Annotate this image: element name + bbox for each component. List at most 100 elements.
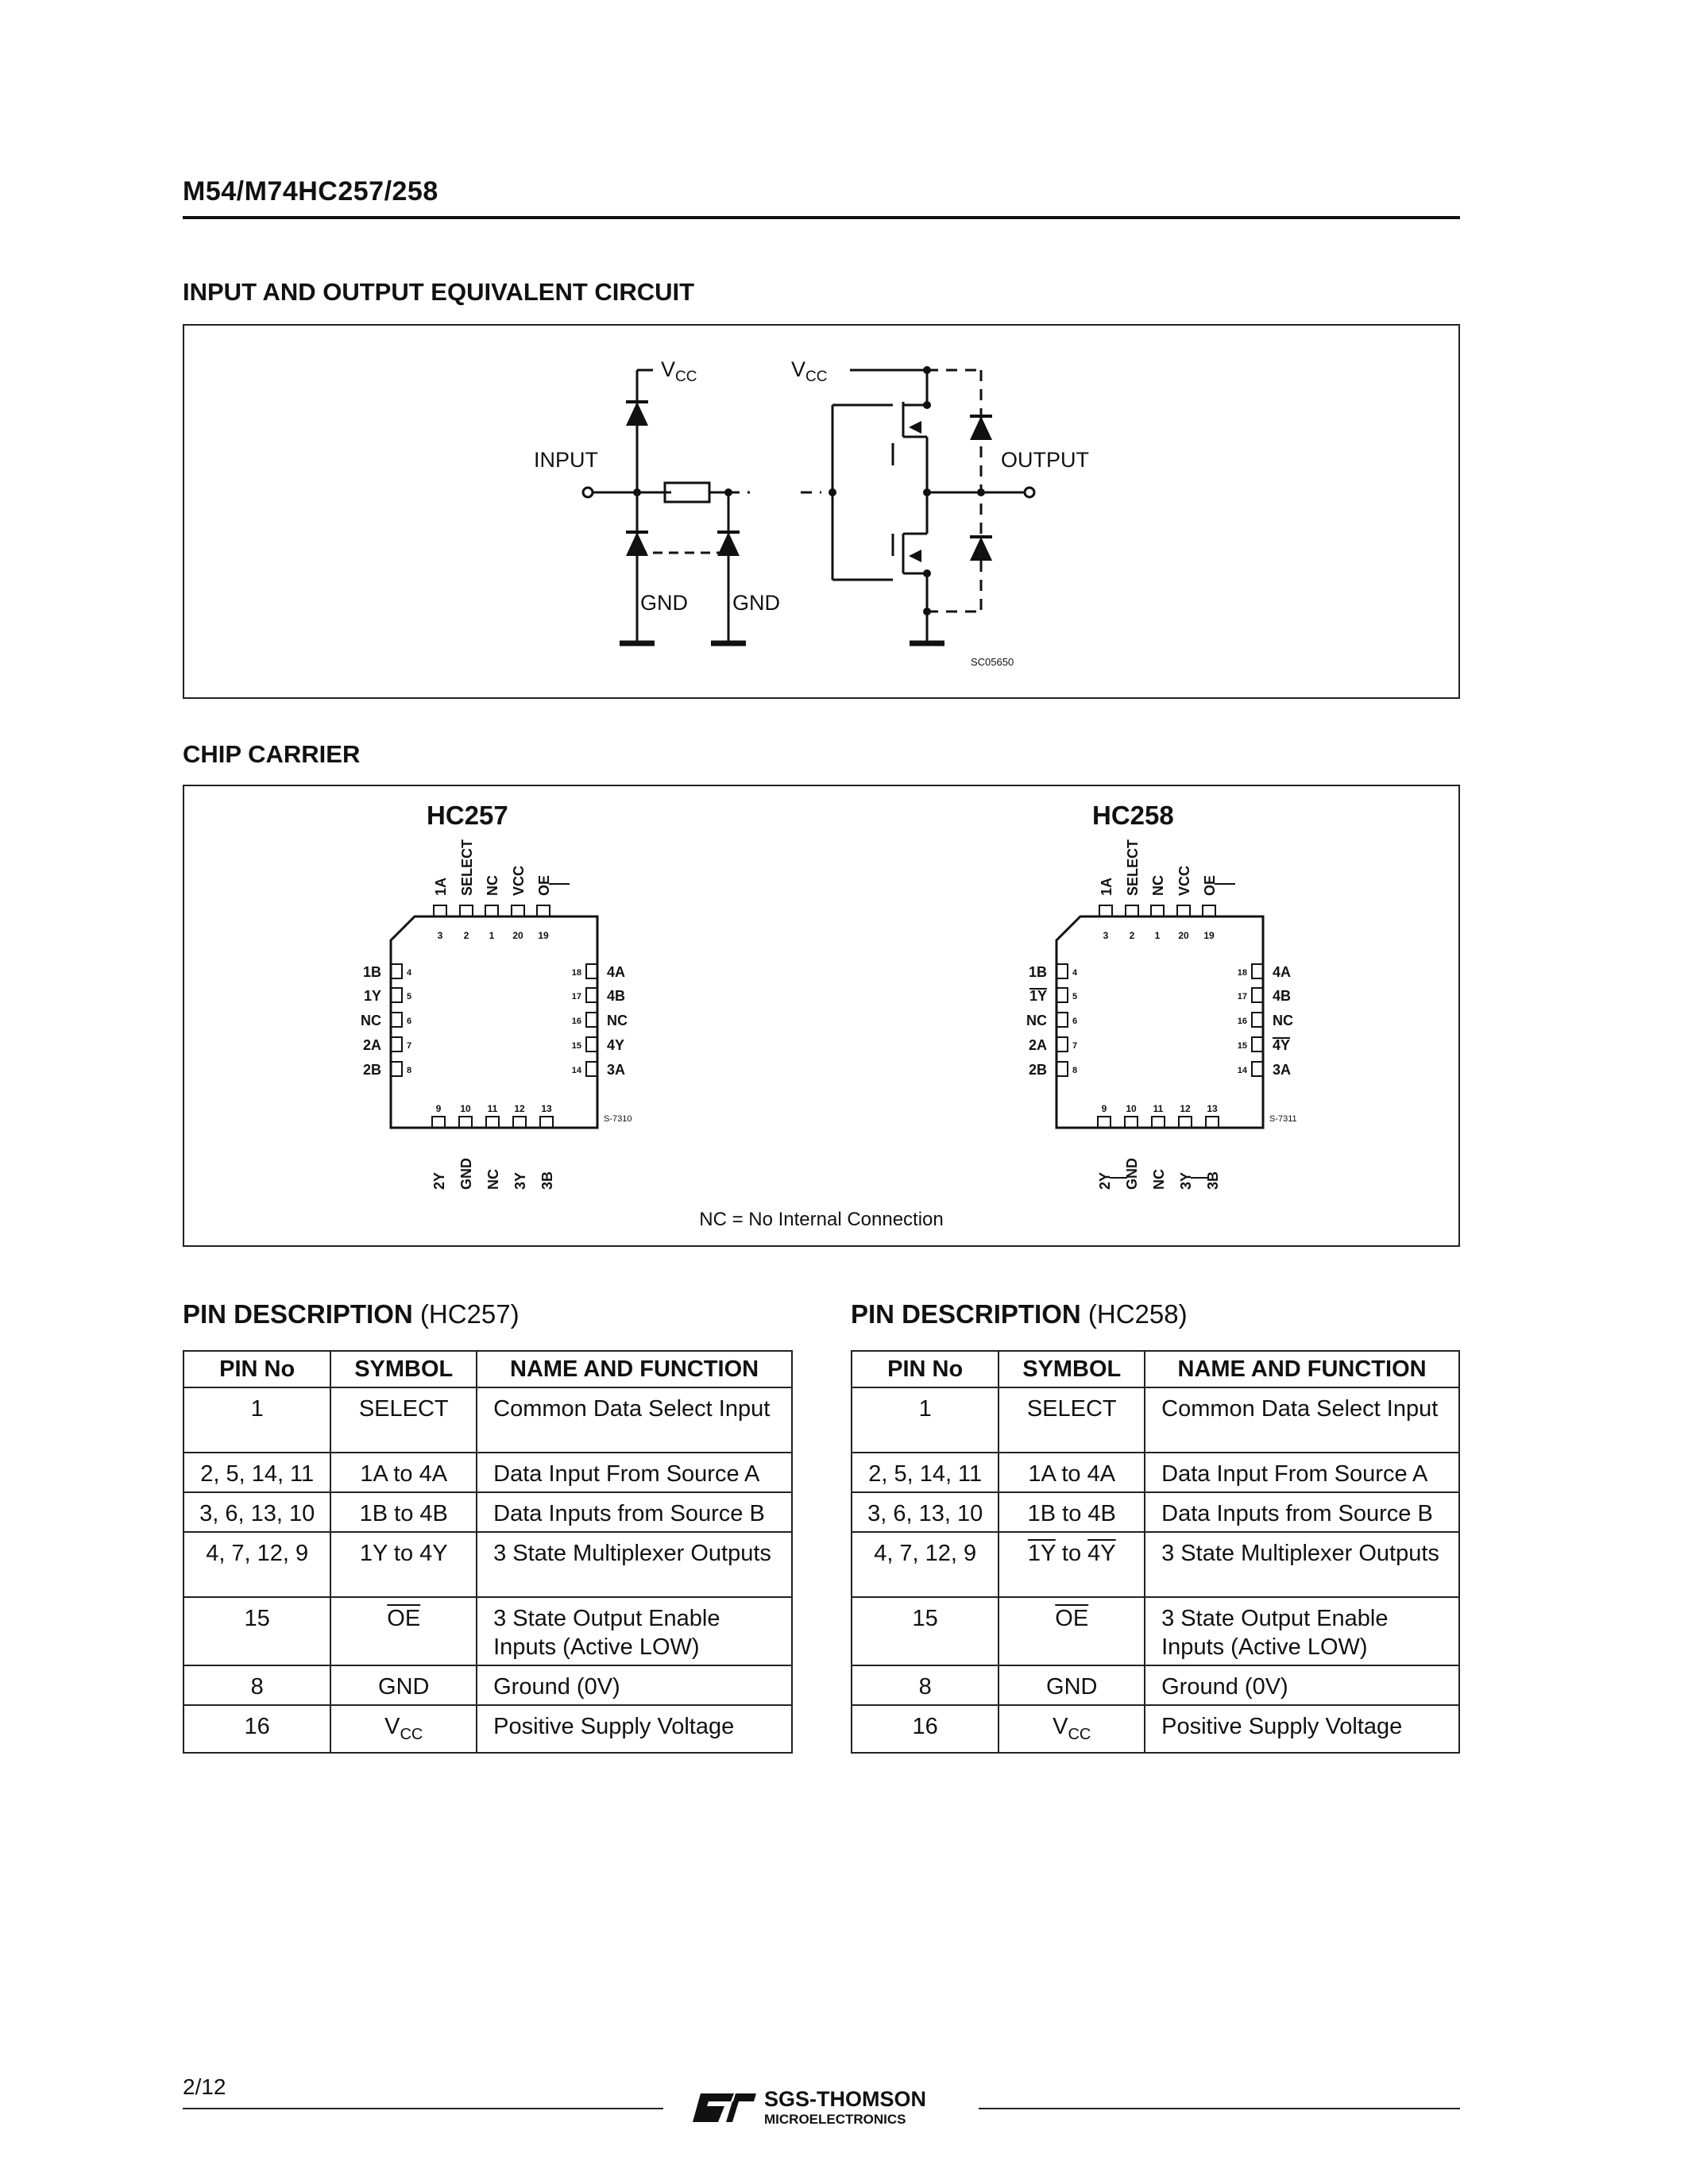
- pin-cell: 4, 7, 12, 9: [850, 1531, 1000, 1598]
- table-row: 15 OE 3 State Output Enable Inputs (Acti…: [182, 1596, 793, 1666]
- pin-table-hc258: PIN No SYMBOL NAME AND FUNCTION 1 SELECT…: [850, 1350, 1460, 1754]
- hc258-pin-number: 4: [1072, 968, 1078, 978]
- pin-desc-title-hc257: PIN DESCRIPTION: [183, 1299, 413, 1329]
- symbol-range-word: to: [1055, 1541, 1088, 1566]
- pin-cell: 2, 5, 14, 11: [182, 1452, 332, 1493]
- hc258-pin-label: VCC: [1176, 866, 1192, 896]
- hc257-pin-label: NC: [485, 1169, 501, 1190]
- hc257-pin-pad: [459, 905, 473, 917]
- table-row: 16 VCC Positive Supply Voltage: [182, 1704, 793, 1754]
- pin-desc-heading-hc258: PIN DESCRIPTION (HC258): [851, 1299, 1188, 1329]
- hc257-pin-label: VCC: [511, 866, 527, 896]
- io-circuit-frame: VCC VCC INPUT OUTPUT GND GND SC05650: [183, 324, 1460, 699]
- hc257-pin-number: 19: [538, 930, 549, 941]
- hc258-pin-pad: [1251, 963, 1264, 979]
- hc258-pin-label: 1Y: [1029, 988, 1047, 1004]
- hc257-pin-number: 8: [407, 1066, 411, 1075]
- hc257-pin-pad: [585, 987, 598, 1003]
- pin-desc-title-hc258: PIN DESCRIPTION: [851, 1299, 1081, 1329]
- logo-division-name: MICROELECTRONICS: [764, 2112, 906, 2127]
- hc258-pin-pad: [1151, 1116, 1165, 1129]
- table-row: 15 OE 3 State Output Enable Inputs (Acti…: [850, 1596, 1460, 1666]
- hc257-pin-number: 3: [438, 930, 443, 941]
- vcc-symbol: V: [1053, 1714, 1068, 1739]
- hc258-pin-label: SELECT: [1125, 839, 1141, 896]
- vcc-subscript: CC: [1068, 1725, 1091, 1743]
- hc257-pin-pad: [485, 1116, 500, 1129]
- gnd-label-2: GND: [732, 591, 780, 615]
- hc257-pin-number: 13: [541, 1103, 552, 1114]
- hc258-pin-number: 11: [1153, 1103, 1164, 1114]
- table-row: 3, 6, 13, 10 1B to 4B Data Inputs from S…: [182, 1491, 793, 1533]
- col-pin-no: PIN No: [850, 1350, 1000, 1388]
- hc257-pin-pad: [536, 905, 550, 917]
- table-row: 3, 6, 13, 10 1B to 4B Data Inputs from S…: [850, 1491, 1460, 1533]
- hc258-pin-pad: [1251, 987, 1264, 1003]
- hc258-pin-number: 15: [1238, 1041, 1247, 1051]
- hc257-pin-label: GND: [458, 1158, 474, 1190]
- gnd-label-1: GND: [640, 591, 688, 615]
- pin-table-hc257: PIN No SYMBOL NAME AND FUNCTION 1 SELECT…: [182, 1350, 793, 1754]
- hc258-pin-number: 18: [1238, 968, 1247, 978]
- chip-carrier-heading: CHIP CARRIER: [183, 740, 361, 768]
- symbol-cell: 1B to 4B: [330, 1491, 478, 1533]
- function-cell: 3 State Multiplexer Outputs: [1144, 1531, 1460, 1598]
- hc258-pin-pad: [1056, 963, 1068, 979]
- table-row: 16 VCC Positive Supply Voltage: [850, 1704, 1460, 1754]
- symbol-cell: VCC: [998, 1704, 1146, 1754]
- hc257-pin-pad: [431, 1116, 446, 1129]
- hc257-pin-pad: [585, 963, 598, 979]
- hc257-pin-label: 4Y: [607, 1037, 624, 1053]
- hc257-pin-label: 4A: [607, 964, 625, 980]
- pin-cell: 1: [850, 1387, 1000, 1453]
- hc258-pin-pad: [1176, 905, 1191, 917]
- hc257-pin-number: 7: [407, 1041, 411, 1051]
- hc258-pin-pad: [1056, 987, 1068, 1003]
- hc258-pin-number: 20: [1178, 930, 1189, 941]
- hc258-pin-number: 12: [1180, 1103, 1191, 1114]
- hc258-pin-number: 8: [1072, 1066, 1077, 1075]
- col-name-function: NAME AND FUNCTION: [476, 1350, 793, 1388]
- hc258-pin-pad: [1099, 905, 1113, 917]
- hc257-pin-number: 11: [488, 1103, 498, 1114]
- hc257-pin-number: 5: [407, 992, 411, 1001]
- pin-cell: 8: [850, 1665, 1000, 1706]
- symbol-cell: 1A to 4A: [330, 1452, 478, 1493]
- hc257-pin-number: 6: [407, 1017, 411, 1026]
- hc257-pin-pad: [511, 905, 525, 917]
- hc258-pin-pad: [1205, 1116, 1219, 1129]
- pin-cell: 16: [182, 1704, 332, 1754]
- oe-symbol: OE: [387, 1606, 421, 1631]
- io-equivalent-circuit-diagram: VCC VCC INPUT OUTPUT GND GND SC05650: [534, 357, 1089, 668]
- chip-carrier-diagram: HC25731A2SELECT1NC20VCC19OE41B51Y6NC72A8…: [361, 801, 1297, 1190]
- pin-cell: 8: [182, 1665, 332, 1706]
- col-symbol: SYMBOL: [330, 1350, 478, 1388]
- header-rule: [183, 216, 1460, 219]
- function-cell: 3 State Output Enable Inputs (Active LOW…: [1144, 1596, 1460, 1666]
- output-label: OUTPUT: [1001, 448, 1089, 472]
- hc257-pin-label: 2B: [363, 1062, 381, 1078]
- symbol-cell: OE: [998, 1596, 1146, 1666]
- hc258-pin-label: GND: [1124, 1158, 1140, 1190]
- hc258-pin-label: 4A: [1273, 964, 1291, 980]
- hc258-pin-pad: [1251, 1061, 1264, 1077]
- hc258-pin-number: 19: [1203, 930, 1215, 941]
- hc257-pin-label: 2A: [363, 1037, 381, 1053]
- hc257-pin-label: 4B: [607, 988, 625, 1004]
- table-row: 8 GND Ground (0V): [850, 1665, 1460, 1706]
- function-cell: Data Inputs from Source B: [476, 1491, 793, 1533]
- hc257-pin-label: 2Y: [431, 1172, 447, 1190]
- function-cell: Positive Supply Voltage: [1144, 1704, 1460, 1754]
- hc258-pin-number: 17: [1238, 992, 1247, 1001]
- hc257-pin-label: 3Y: [512, 1172, 528, 1190]
- hc257-pin-number: 4: [407, 968, 412, 978]
- table-row: 4, 7, 12, 9 1Y to 4Y 3 State Multiplexer…: [850, 1531, 1460, 1598]
- hc257-pin-number: 15: [572, 1041, 581, 1051]
- hc257-diagram-code: S-7310: [604, 1114, 632, 1124]
- vcc-subscript: CC: [400, 1725, 423, 1743]
- hc257-package-outline: [389, 915, 599, 1129]
- hc257-pin-number: 20: [512, 930, 523, 941]
- hc258-pin-pad: [1251, 1012, 1264, 1028]
- document-title: M54/M74HC257/258: [183, 176, 438, 206]
- hc257-pin-pad: [512, 1116, 527, 1129]
